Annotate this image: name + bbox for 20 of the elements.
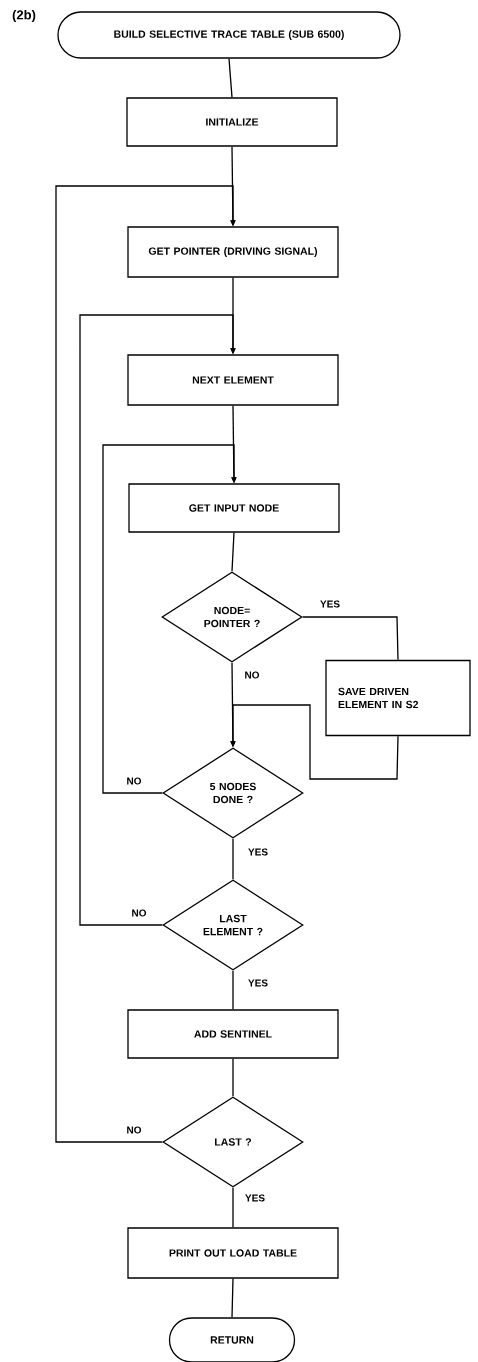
edge-label: NO (130, 908, 148, 918)
edge-label: YES (247, 978, 269, 988)
process-box: INITIALIZE (126, 97, 338, 147)
edge-label: NO (243, 670, 261, 680)
process-box: NEXT ELEMENT (127, 354, 339, 406)
arrow (79, 314, 236, 926)
edge-label: NO (125, 776, 143, 786)
arrow (102, 444, 237, 794)
edge-label: YES (244, 1193, 266, 1203)
process-box: ADD SENTINEL (127, 1009, 339, 1059)
edge-label: YES (319, 599, 341, 609)
process-box: GET POINTER (DRIVING SIGNAL) (127, 226, 339, 278)
arrow (55, 185, 236, 1143)
arrow (230, 704, 399, 780)
edge-label: YES (247, 847, 269, 857)
edge-label: NO (125, 1125, 143, 1135)
figure-label: (2b) (12, 9, 36, 23)
process-box: SAVE DRIVEN ELEMENT IN S2 (325, 659, 471, 737)
process-box: GET INPUT NODE (128, 483, 340, 533)
process-box: PRINT OUT LOAD TABLE (127, 1227, 339, 1279)
